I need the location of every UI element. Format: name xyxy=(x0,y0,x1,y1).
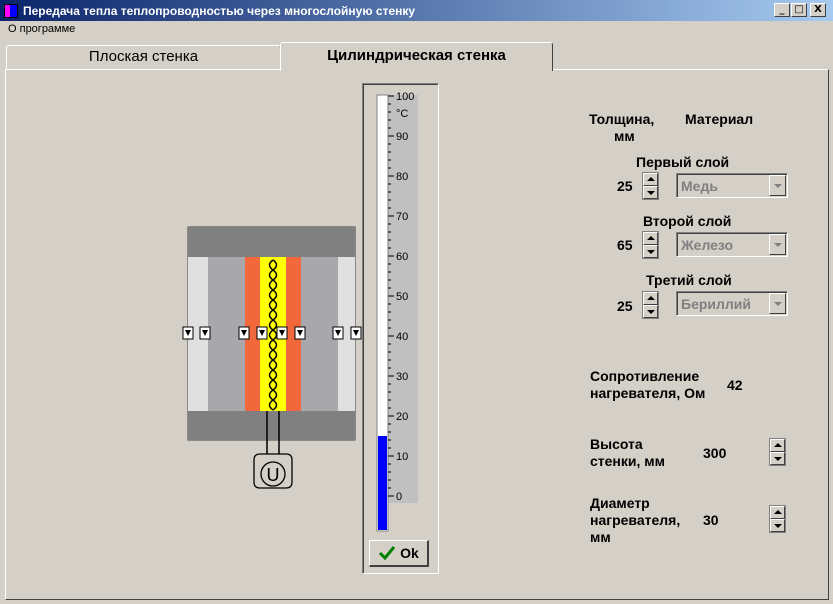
height-label-line1: Высота xyxy=(590,436,643,452)
thermometer-tube xyxy=(376,94,389,532)
layer-2-thickness-spinner[interactable] xyxy=(642,231,659,259)
spin-up-icon[interactable] xyxy=(643,173,658,186)
thermometer-fill xyxy=(378,436,387,530)
layer-3-material-value: Бериллий xyxy=(681,296,752,312)
diameter-value: 30 xyxy=(703,512,719,528)
ok-button-label: Ok xyxy=(400,545,419,561)
layer-2-title: Второй слой xyxy=(643,213,732,229)
app-icon xyxy=(4,3,18,18)
spin-down-icon[interactable] xyxy=(643,305,658,318)
spin-down-icon[interactable] xyxy=(643,245,658,258)
wall-left-gap xyxy=(188,257,208,411)
thermometer: 0 10 20 30 40 50 60 70 80 90 100 °C xyxy=(376,91,418,532)
ok-button[interactable]: Ok xyxy=(369,540,429,567)
menu-item-about[interactable]: О программе xyxy=(8,23,76,35)
wall-bottom-cap xyxy=(188,411,355,440)
tick-label: 80 xyxy=(396,171,408,183)
resistance-label-line1: Сопротивление xyxy=(590,368,700,384)
layer-2-material-select[interactable]: Железо xyxy=(676,232,788,257)
spin-down-icon[interactable] xyxy=(643,186,658,199)
tick-label: 90 xyxy=(396,131,408,143)
tick-label: 100 xyxy=(396,91,414,103)
wall-top-cap xyxy=(188,227,355,257)
maximize-button[interactable]: □ xyxy=(791,3,807,17)
height-label-line2: стенки, мм xyxy=(590,453,665,469)
minimize-button[interactable]: _ xyxy=(774,3,790,17)
spin-up-icon[interactable] xyxy=(643,232,658,245)
material-header: Материал xyxy=(685,111,754,127)
tick-label: 20 xyxy=(396,411,408,423)
layer-1-thickness-spinner[interactable] xyxy=(642,172,659,200)
menu-bar: О программе xyxy=(0,21,833,39)
layer-2-thickness: 65 xyxy=(617,237,633,253)
tick-label: 10 xyxy=(396,451,408,463)
thickness-header: Толщина, xyxy=(589,111,655,127)
tab-flat-wall[interactable]: Плоская стенка xyxy=(6,45,281,69)
layer-3-thickness-spinner[interactable] xyxy=(642,291,659,319)
window-title: Передача тепла теплопроводностью через м… xyxy=(23,3,416,18)
layer-1-thickness: 25 xyxy=(617,178,633,194)
layer-3-title: Третий слой xyxy=(646,272,732,288)
chevron-down-icon[interactable] xyxy=(769,234,786,255)
thickness-unit: мм xyxy=(614,128,635,144)
spin-up-icon[interactable] xyxy=(643,292,658,305)
wall-diagram: U xyxy=(182,226,362,489)
layer-1-material-value: Медь xyxy=(681,178,718,194)
chevron-down-icon[interactable] xyxy=(769,293,786,314)
spin-up-icon[interactable] xyxy=(770,506,785,519)
thermometer-unit: °C xyxy=(396,108,408,120)
wall-right-gap xyxy=(338,257,355,411)
height-value: 300 xyxy=(703,445,727,461)
diameter-label-line1: Диаметр xyxy=(590,495,650,511)
heater-coil xyxy=(268,259,278,411)
height-spinner[interactable] xyxy=(769,438,786,466)
tick-label: 70 xyxy=(396,211,408,223)
spin-down-icon[interactable] xyxy=(770,519,785,532)
power-source-label: U xyxy=(267,465,280,485)
thermometer-scale-bg xyxy=(386,95,418,503)
chevron-down-icon[interactable] xyxy=(769,175,786,196)
checkmark-icon xyxy=(379,546,396,561)
diameter-label-line3: мм xyxy=(590,529,611,545)
layer-2-material-value: Железо xyxy=(681,237,734,253)
title-bar: Передача тепла теплопроводностью через м… xyxy=(0,0,833,21)
tick-label: 0 xyxy=(396,491,402,503)
spin-down-icon[interactable] xyxy=(770,452,785,465)
layer-3-material-select[interactable]: Бериллий xyxy=(676,291,788,316)
thermometer-ticks: 0 10 20 30 40 50 60 70 80 90 100 xyxy=(388,91,414,503)
tick-label: 50 xyxy=(396,291,408,303)
close-button[interactable]: X xyxy=(810,3,826,17)
tab-cylindrical-wall[interactable]: Цилиндрическая стенка xyxy=(280,42,553,71)
thermometer-frame xyxy=(362,83,439,574)
tick-label: 40 xyxy=(396,331,408,343)
tick-label: 30 xyxy=(396,371,408,383)
diameter-spinner[interactable] xyxy=(769,505,786,533)
diameter-label-line2: нагревателя, xyxy=(590,512,681,528)
layer-1-title: Первый слой xyxy=(636,154,730,170)
sensor-markers xyxy=(182,326,362,340)
power-source-circle xyxy=(260,461,286,487)
layer-3-thickness: 25 xyxy=(617,298,633,314)
spin-up-icon[interactable] xyxy=(770,439,785,452)
tick-label: 60 xyxy=(396,251,408,263)
layer-1-material-select[interactable]: Медь xyxy=(676,173,788,198)
resistance-value: 42 xyxy=(727,377,743,393)
resistance-label-line2: нагревателя, Ом xyxy=(590,385,706,401)
